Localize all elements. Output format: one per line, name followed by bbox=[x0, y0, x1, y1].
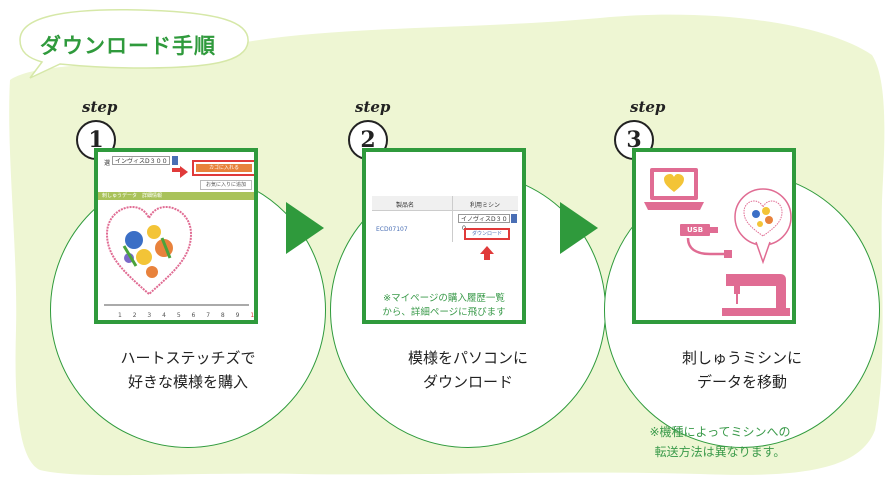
ruler-number: 3 bbox=[147, 312, 152, 319]
pointer-arrow-shaft bbox=[172, 168, 182, 172]
next-arrow-icon bbox=[286, 202, 324, 254]
ruler-number: 6 bbox=[191, 312, 196, 319]
step1-caption-line2: 好きな模様を購入 bbox=[127, 373, 248, 391]
step1-word: step bbox=[82, 98, 118, 116]
design-bubble-icon bbox=[734, 188, 792, 265]
ruler-number: 9 bbox=[235, 312, 240, 319]
step1-caption-line1: ハートステッチズで bbox=[120, 349, 256, 367]
step2-caption-line2: ダウンロード bbox=[422, 373, 513, 391]
step3-illustration: USB bbox=[632, 148, 796, 324]
select-label: 選 bbox=[104, 160, 111, 167]
step3-caption: 刺しゅうミシンに データを移動 bbox=[632, 346, 852, 394]
footnote-line2: 転送方法は異なります。 bbox=[654, 445, 786, 459]
machine-select[interactable]: イノヴィスD３００ bbox=[458, 214, 510, 232]
ruler-number: 1 bbox=[118, 312, 122, 319]
select-arrow-icon bbox=[511, 214, 517, 223]
download-button[interactable]: ダウンロード bbox=[464, 228, 510, 240]
pointer-arrow-icon bbox=[480, 246, 494, 254]
laptop-icon bbox=[644, 168, 704, 210]
table-header: 製品名 利用ミシン bbox=[372, 196, 518, 211]
ruler-numbers: 1 2 3 4 5 6 7 8 9 10 bbox=[118, 312, 258, 319]
ruler bbox=[104, 304, 249, 306]
machine-select[interactable]: インヴィスD３００ bbox=[112, 156, 170, 165]
add-to-cart-button[interactable]: カゴに入れる bbox=[196, 164, 252, 172]
step2-note: ※マイページの購入履歴一覧 から、詳細ページに飛びます bbox=[366, 292, 522, 320]
sewing-machine-icon bbox=[722, 274, 790, 316]
step2-note-line2: から、詳細ページに飛びます bbox=[382, 307, 506, 318]
heart-embroidery bbox=[105, 205, 193, 296]
favorite-button[interactable]: お気に入りに追加 bbox=[200, 180, 252, 190]
col1-header: 製品名 bbox=[396, 202, 415, 209]
step2-word: step bbox=[355, 98, 391, 116]
table-divider bbox=[452, 196, 453, 242]
step3-caption-line1: 刺しゅうミシンに bbox=[681, 349, 802, 367]
usb-drive: USB bbox=[680, 224, 710, 236]
cart-highlight: カゴに入れる bbox=[192, 160, 254, 176]
ruler-number: 2 bbox=[132, 312, 137, 319]
product-code-link[interactable]: ECD07107 bbox=[376, 226, 408, 233]
step2-caption: 模様をパソコンに ダウンロード bbox=[358, 346, 578, 394]
usb-connector bbox=[710, 227, 718, 233]
step3-caption-line2: データを移動 bbox=[696, 373, 787, 391]
pointer-arrow-shaft bbox=[484, 254, 490, 260]
step2-caption-line1: 模様をパソコンに bbox=[407, 349, 528, 367]
ruler-number: 7 bbox=[206, 312, 211, 319]
col2-header: 利用ミシン bbox=[470, 202, 501, 209]
pointer-arrow-icon bbox=[180, 166, 188, 178]
section-header: 刺しゅうデータ 詳細情報 bbox=[98, 192, 254, 200]
next-arrow-icon bbox=[560, 202, 598, 254]
footnote: ※機種によってミシンへの 転送方法は異なります。 bbox=[620, 422, 820, 462]
step2-screenshot: 製品名 利用ミシン ECD07107 イノヴィスD３００ ダウンロード ※マイペ… bbox=[362, 148, 526, 324]
ruler-number: 4 bbox=[162, 312, 166, 319]
page-title: ダウンロード手順 bbox=[40, 34, 216, 58]
step2-note-line1: ※マイページの購入履歴一覧 bbox=[383, 293, 505, 304]
select-arrow-icon bbox=[172, 156, 178, 165]
step3-word: step bbox=[630, 98, 666, 116]
step1-caption: ハートステッチズで 好きな模様を購入 bbox=[78, 346, 298, 394]
usb-cable-icon bbox=[686, 237, 732, 258]
step1-screenshot: 選 インヴィスD３００ カゴに入れる お気に入りに追加 刺しゅうデータ 詳細情報… bbox=[94, 148, 258, 324]
ruler-number: 8 bbox=[220, 312, 225, 319]
footnote-line1: ※機種によってミシンへの bbox=[649, 425, 791, 439]
ruler-number: 5 bbox=[176, 312, 181, 319]
ruler-number: 10 bbox=[250, 312, 258, 319]
